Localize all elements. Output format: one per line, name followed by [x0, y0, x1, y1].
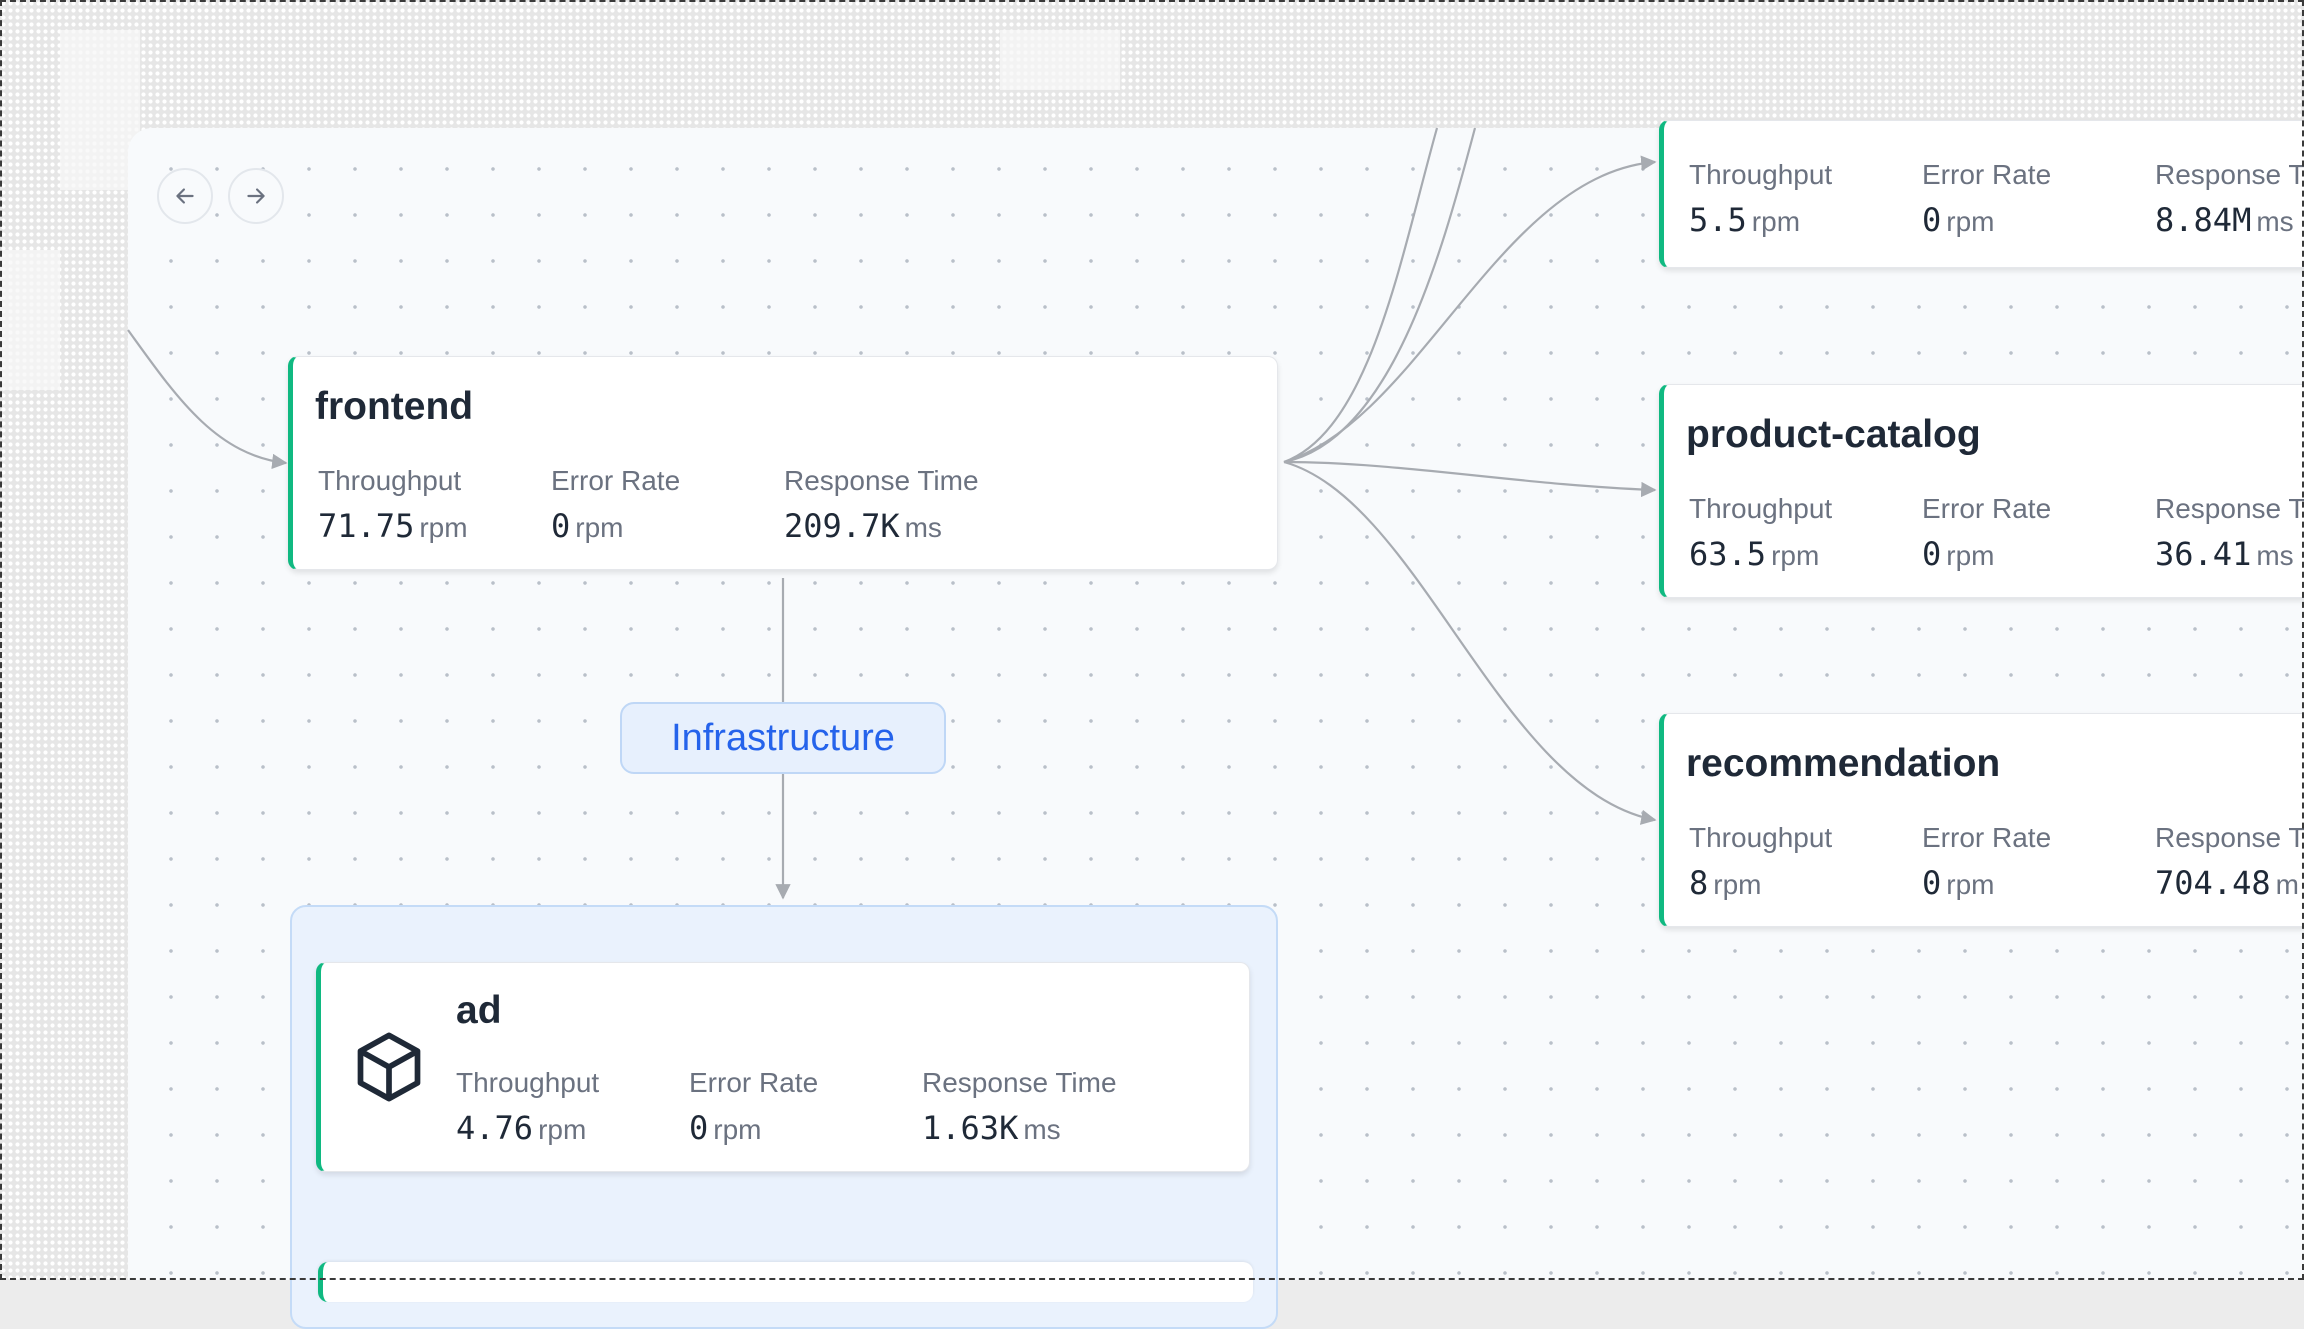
metric-value: 8.84M	[2155, 201, 2252, 239]
metric-unit: rpm	[1946, 540, 1995, 571]
metric-value: 8	[1689, 864, 1709, 902]
metric-label: Response T	[2155, 822, 2304, 853]
metric-value: 209.7K	[784, 507, 900, 545]
metric-value: 0	[1922, 864, 1942, 902]
arrow-left-icon	[176, 188, 194, 204]
metric-label: Error Rate	[689, 1067, 819, 1098]
metric-label: Throughput	[456, 1067, 600, 1098]
metric-label: Error Rate	[1922, 493, 2052, 524]
metric-unit: ms	[2256, 540, 2294, 571]
back-button[interactable]	[157, 168, 213, 224]
metric-value: 0	[1922, 535, 1942, 573]
metric-label: Response Time	[784, 465, 979, 496]
background-pattern-patch	[60, 30, 140, 190]
metric-unit: m	[2275, 869, 2299, 900]
metric-unit: rpm	[419, 512, 468, 543]
edge-frontend-to-recommendation	[1283, 460, 1657, 825]
metric-unit: rpm	[713, 1114, 762, 1145]
metric-label: Response Time	[922, 1067, 1117, 1098]
metric-value: 36.41	[2155, 535, 2252, 573]
service-node-title: recommendation	[1686, 742, 2001, 785]
metric-value: 63.5	[1689, 535, 1767, 573]
service-map-edges	[127, 127, 1657, 900]
infrastructure-group-label[interactable]: Infrastructure	[620, 702, 946, 774]
edge-frontend-to-service-top	[1283, 155, 1657, 464]
service-node-title: product-catalog	[1686, 413, 1981, 456]
metric-value: 0	[551, 507, 571, 545]
metric-value: 0	[689, 1109, 709, 1147]
metric-label: Error Rate	[1922, 159, 2052, 190]
metric-label: Throughput	[318, 465, 462, 496]
metric-label: Throughput	[1689, 159, 1833, 190]
background-pattern-patch	[1000, 30, 1120, 90]
background-pattern-patch	[0, 250, 60, 390]
metric-label: Throughput	[1689, 493, 1833, 524]
metric-unit: ms	[904, 512, 942, 543]
metric-value: 704.48	[2155, 864, 2271, 902]
edge-frontend-to-product-catalog	[1283, 460, 1657, 498]
metric-value: 5.5	[1689, 201, 1747, 239]
metric-unit: rpm	[1771, 540, 1820, 571]
metric-label: Response T	[2155, 159, 2304, 190]
metric-label: Response T	[2155, 493, 2304, 524]
metric-label: Error Rate	[551, 465, 681, 496]
forward-button[interactable]	[228, 168, 284, 224]
metric-unit: rpm	[575, 512, 624, 543]
metric-value: 4.76	[456, 1109, 534, 1147]
service-node-title: frontend	[315, 385, 474, 428]
metric-unit: rpm	[1713, 869, 1762, 900]
metric-unit: rpm	[1751, 206, 1801, 237]
edge-frontend-upstream-a	[1283, 127, 1439, 464]
metric-unit: rpm	[538, 1114, 587, 1145]
metric-label: Throughput	[1689, 822, 1833, 853]
metric-label: Error Rate	[1922, 822, 2052, 853]
edge-incoming-frontend	[127, 329, 288, 470]
metric-unit: rpm	[1946, 869, 1995, 900]
service-node-title: ad	[456, 989, 502, 1032]
metric-value: 0	[1922, 201, 1942, 239]
edge-frontend-upstream-b	[1283, 127, 1477, 464]
metric-unit: ms	[2256, 206, 2294, 237]
metric-unit: rpm	[1946, 206, 1995, 237]
metric-unit: ms	[1023, 1114, 1061, 1145]
metric-value: 71.75	[318, 507, 415, 545]
service-node-cropped[interactable]	[318, 1262, 1253, 1302]
metric-value: 1.63K	[922, 1109, 1019, 1147]
arrow-right-icon	[247, 188, 265, 204]
cube-icon	[357, 1032, 421, 1102]
